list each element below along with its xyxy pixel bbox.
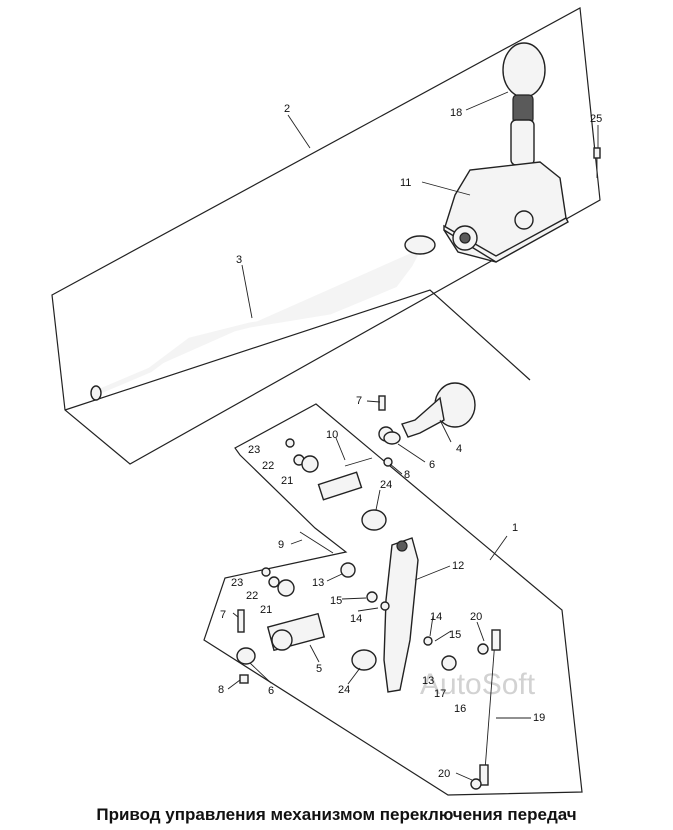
bushing-24-upper: [361, 509, 387, 531]
callout-18: 18: [450, 107, 462, 119]
callout-16: 16: [454, 703, 466, 715]
callout-24-upper: 24: [380, 479, 392, 491]
callout-8-lower: 8: [218, 684, 224, 696]
washer-23-upper: [285, 438, 295, 448]
washer-15-upper: [366, 591, 378, 603]
washer-14-lower: [423, 636, 433, 646]
callout-23-upper: 23: [248, 444, 260, 456]
callout-9: 9: [278, 539, 284, 551]
lower-link-5: [266, 612, 326, 652]
bolt-25: [593, 147, 601, 178]
assembly-1-frame: [203, 403, 583, 796]
callout-8-upper: 8: [404, 469, 410, 481]
callout-14-upper: 14: [350, 613, 362, 625]
washer-22-lower: [268, 576, 280, 588]
rubber-boot: [401, 382, 476, 438]
bolt-9: [299, 531, 334, 554]
callout-10: 10: [326, 429, 338, 441]
ball-6-upper: [383, 431, 401, 445]
callout-2: 2: [284, 103, 290, 115]
callout-13-upper: 13: [312, 577, 324, 589]
callout-21-upper: 21: [281, 475, 293, 487]
callout-15-lower: 15: [449, 629, 461, 641]
callout-14-lower: 14: [430, 611, 442, 623]
bushing-21-lower: [277, 579, 295, 597]
callout-21-lower: 21: [260, 604, 272, 616]
shift-lever-housing: [443, 161, 569, 263]
bushing-21-upper: [301, 455, 319, 473]
callout-23-lower: 23: [231, 577, 243, 589]
callout-25: 25: [590, 113, 602, 125]
cable-frame: [64, 289, 531, 411]
watermark-text: AutoSoft: [420, 668, 536, 701]
callout-20-upper: 20: [470, 611, 482, 623]
assembly-2-frame: [51, 7, 601, 465]
callout-7-lower: 7: [220, 609, 226, 621]
nut-20-upper: [477, 643, 489, 655]
callout-3: 3: [236, 254, 242, 266]
callout-20-lower: 20: [438, 768, 450, 780]
nut-8-lower: [239, 674, 249, 684]
callout-13-lower: 13: [422, 675, 434, 687]
exploded-parts-diagram: AutoSoft: [51, 7, 602, 796]
callout-7-upper: 7: [356, 395, 362, 407]
callout-5: 5: [316, 663, 322, 675]
bushing-24-lower: [351, 649, 377, 671]
bushing-13-upper: [340, 562, 356, 578]
leader-lines: [227, 91, 599, 781]
selector-lever-plate: [383, 537, 419, 693]
washer-23-lower: [261, 567, 271, 577]
callout-22-upper: 22: [262, 460, 274, 472]
link-rod-19: [479, 629, 501, 786]
callout-1: 1: [512, 522, 518, 534]
callout-12: 12: [452, 560, 464, 572]
callout-19: 19: [533, 712, 545, 724]
callout-11: 11: [400, 177, 411, 189]
nut-20-lower: [470, 778, 482, 790]
washer-14-upper: [380, 601, 390, 611]
diagram-caption: Привод управления механизмом переключени…: [96, 805, 577, 824]
callout-4: 4: [456, 443, 462, 455]
callout-17: 17: [434, 688, 446, 700]
callout-6-upper: 6: [429, 459, 435, 471]
ball-6-lower: [236, 647, 256, 665]
bolt-7-lower: [237, 609, 245, 633]
bushing-13-lower: [441, 655, 457, 671]
shift-lever-knob: [502, 42, 546, 166]
shift-rod: [90, 235, 436, 401]
callout-22-lower: 22: [246, 590, 258, 602]
callout-6-lower: 6: [268, 685, 274, 697]
bolt-7-upper: [378, 395, 386, 411]
callout-15-upper: 15: [330, 595, 342, 607]
callout-24-lower: 24: [338, 684, 350, 696]
